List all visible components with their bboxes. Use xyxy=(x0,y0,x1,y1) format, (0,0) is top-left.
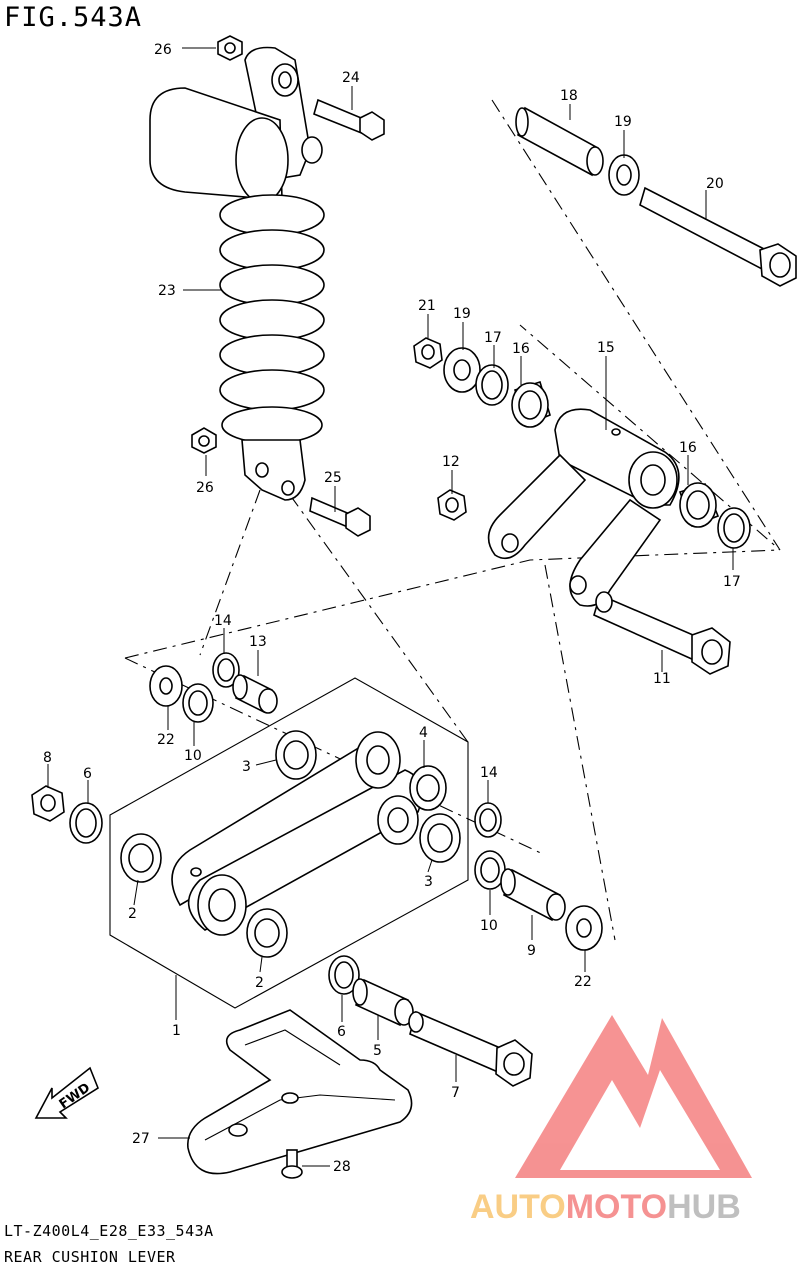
callout-14-right: 14 xyxy=(480,765,498,781)
callout-14-left: 14 xyxy=(214,613,232,629)
svg-text:AUTOMOTOHUB: AUTOMOTOHUB xyxy=(470,1188,741,1226)
callout-numbers: 26 24 23 26 25 18 19 20 21 19 17 16 15 1… xyxy=(43,42,741,1175)
callout-22-left: 22 xyxy=(157,732,175,748)
callout-18: 18 xyxy=(560,88,578,104)
bolt-28 xyxy=(281,1149,303,1179)
callout-26-lower: 26 xyxy=(196,480,214,496)
callout-28: 28 xyxy=(333,1159,351,1175)
callout-2-left: 2 xyxy=(128,906,137,922)
nut-21 xyxy=(413,337,443,369)
callout-25: 25 xyxy=(324,470,342,486)
washer-14-left xyxy=(212,652,240,688)
callout-21: 21 xyxy=(418,298,436,314)
callout-10-left: 10 xyxy=(184,748,202,764)
watermark-text-moto: MOTO xyxy=(566,1188,667,1226)
watermark-text-auto: AUTO xyxy=(470,1188,566,1226)
bearing-3-lower xyxy=(419,813,461,863)
callout-3-upper: 3 xyxy=(242,759,251,775)
callout-23: 23 xyxy=(158,283,176,299)
spacer-5 xyxy=(352,978,414,1027)
automotohub-watermark: AUTOMOTOHUB xyxy=(470,1015,752,1226)
watermark-logo-triangle xyxy=(515,1015,752,1178)
callout-19-lower: 19 xyxy=(453,306,471,322)
washer-17-upper xyxy=(475,364,509,406)
bearing-3-upper xyxy=(275,730,317,780)
bearing-2-lower xyxy=(246,908,288,958)
callout-9: 9 xyxy=(527,943,536,959)
bearing-4 xyxy=(409,765,447,811)
coil-spring xyxy=(219,194,325,444)
washer-22-left xyxy=(149,665,183,707)
callout-12: 12 xyxy=(442,454,460,470)
fwd-direction-arrow: FWD xyxy=(34,1066,99,1119)
bearing-2-left xyxy=(120,833,162,883)
callout-11: 11 xyxy=(653,671,671,687)
bearing-16-upper xyxy=(511,380,551,428)
nut-26-top xyxy=(217,35,243,61)
nut-12 xyxy=(437,489,467,521)
spacer-9 xyxy=(500,868,566,922)
washer-10-left xyxy=(182,683,214,723)
bolt-25 xyxy=(309,496,371,537)
callout-8: 8 xyxy=(43,750,52,766)
leader-lines xyxy=(47,47,734,1167)
cushion-lever-1 xyxy=(171,731,423,936)
spacer-18 xyxy=(515,106,604,177)
washer-17-right xyxy=(717,507,751,549)
model-code: LT-Z400L4_E28_E33_543A xyxy=(4,1222,214,1240)
callout-24: 24 xyxy=(342,70,360,86)
watermark-text-hub: HUB xyxy=(667,1188,741,1226)
callout-6-left: 6 xyxy=(83,766,92,782)
callout-3-lower: 3 xyxy=(424,874,433,890)
bearing-16-right xyxy=(678,482,720,528)
bolt-20 xyxy=(639,186,797,287)
callout-6-bottom: 6 xyxy=(337,1024,346,1040)
washer-6-left xyxy=(69,802,103,844)
callout-13: 13 xyxy=(249,634,267,650)
cushion-rod-15 xyxy=(487,408,680,607)
nut-26-lower xyxy=(191,427,217,454)
figure-title: FIG.543A xyxy=(4,2,143,33)
callout-16-upper: 16 xyxy=(512,341,530,357)
callout-10-right: 10 xyxy=(480,918,498,934)
bolt-11 xyxy=(593,591,731,675)
diagram-caption: REAR CUSHION LEVER xyxy=(4,1248,176,1266)
washer-19-upper xyxy=(608,154,640,196)
washer-22-right xyxy=(565,905,603,951)
callout-5: 5 xyxy=(373,1043,382,1059)
bolt-24 xyxy=(313,98,385,141)
washer-19-lower xyxy=(443,347,481,393)
bolt-7 xyxy=(408,1010,533,1087)
callout-27: 27 xyxy=(132,1131,150,1147)
callout-22-right: 22 xyxy=(574,974,592,990)
callout-17-upper: 17 xyxy=(484,330,502,346)
spacer-13 xyxy=(232,674,278,714)
washer-14-right xyxy=(474,802,502,838)
callout-17-right: 17 xyxy=(723,574,741,590)
callout-26-top: 26 xyxy=(154,42,172,58)
callout-1: 1 xyxy=(172,1023,181,1039)
callout-4: 4 xyxy=(419,725,428,741)
callout-20: 20 xyxy=(706,176,724,192)
nut-8 xyxy=(31,785,65,822)
rear-shock-absorber xyxy=(149,46,325,501)
callout-16-right: 16 xyxy=(679,440,697,456)
lever-assembly-outline xyxy=(109,677,469,1009)
callout-19-upper: 19 xyxy=(614,114,632,130)
callout-2-lower: 2 xyxy=(255,975,264,991)
callout-15: 15 xyxy=(597,340,615,356)
washer-6-bottom xyxy=(328,955,360,995)
guard-27 xyxy=(187,1009,413,1175)
callout-7: 7 xyxy=(451,1085,460,1101)
